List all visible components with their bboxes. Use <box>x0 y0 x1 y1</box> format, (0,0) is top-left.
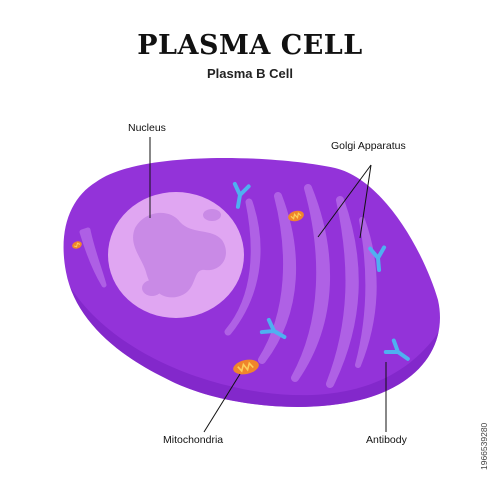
nucleus <box>108 192 244 318</box>
nucleolus <box>133 212 226 298</box>
mitochondria-label: Mitochondria <box>163 434 224 446</box>
antibody-icon <box>259 317 287 339</box>
golgi-leader-1 <box>317 164 372 238</box>
diagram-subtitle: Plasma B Cell <box>207 66 293 81</box>
diagram-title: PLASMA CELL <box>137 30 363 61</box>
golgi-apparatus <box>224 184 377 388</box>
golgi-label: Golgi Apparatus <box>331 140 406 152</box>
antibody-icon <box>383 338 410 361</box>
antibody-icon <box>232 181 251 209</box>
mitochondria-icon <box>233 359 259 375</box>
antibody-icon <box>368 245 387 272</box>
golgi-leader-2 <box>359 164 372 239</box>
watermark-id: 1966539280 <box>479 422 489 470</box>
cytoplasm-streaks <box>79 227 107 288</box>
mitochondria-leader <box>203 373 241 433</box>
leader-lines <box>149 137 387 433</box>
mitochondria-icon <box>72 241 82 249</box>
antibody-label: Antibody <box>366 434 407 446</box>
mitochondria-icon <box>288 210 304 222</box>
nucleus-label: Nucleus <box>128 122 166 134</box>
